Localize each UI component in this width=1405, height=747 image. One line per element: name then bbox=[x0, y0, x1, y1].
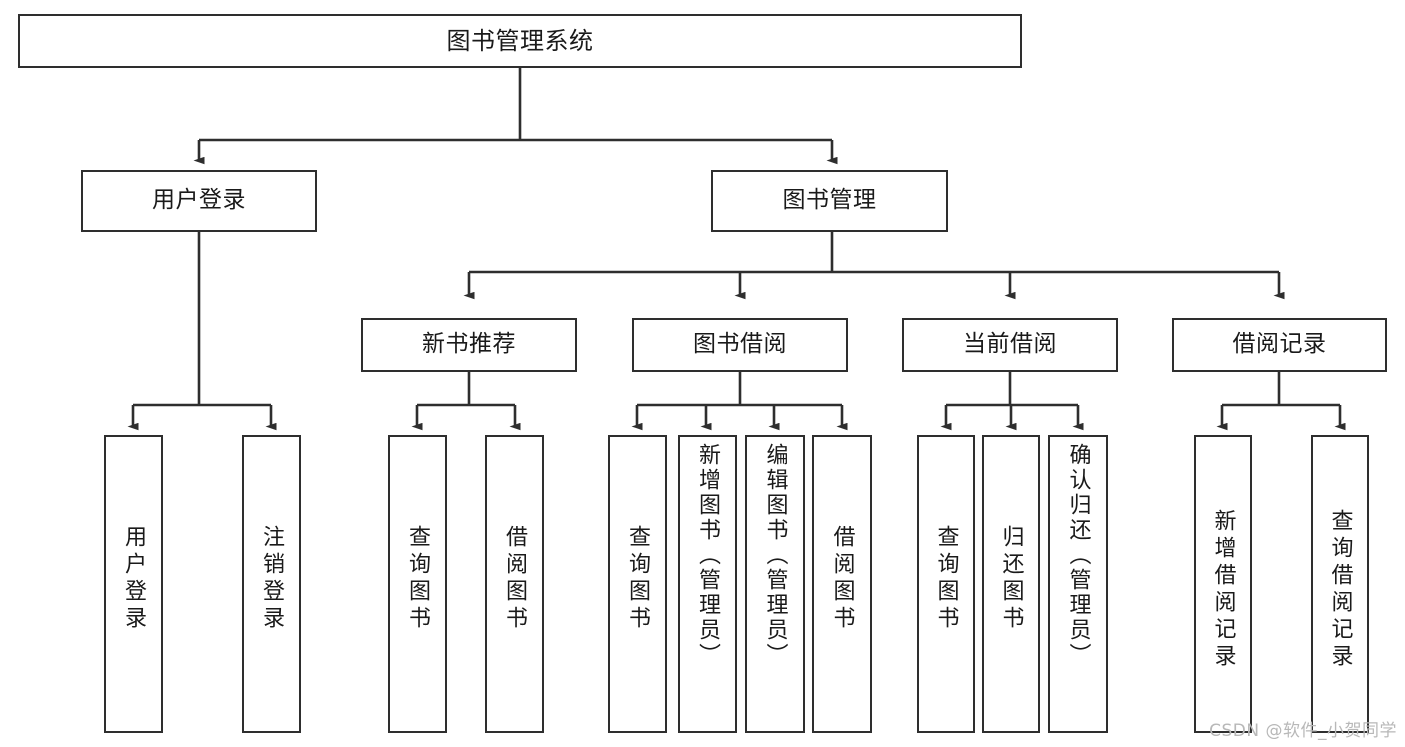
node-label: 借阅图书 bbox=[502, 525, 528, 633]
node-leaf-borrow-book-1[interactable]: 借阅图书 bbox=[485, 435, 544, 733]
node-book-manage[interactable]: 图书管理 bbox=[711, 170, 948, 232]
node-label: 编辑图书（管理员） bbox=[762, 443, 788, 668]
node-label: 查询图书 bbox=[405, 525, 431, 633]
node-label: 确认归还（管理员） bbox=[1065, 443, 1091, 668]
node-label: 新增图书（管理员） bbox=[695, 443, 721, 668]
node-leaf-confirm-return[interactable]: 确认归还（管理员） bbox=[1048, 435, 1108, 733]
node-leaf-query-book-1[interactable]: 查询图书 bbox=[388, 435, 447, 733]
csdn-watermark: CSDN @软件_小贺同学 bbox=[1209, 721, 1397, 741]
node-label: 归还图书 bbox=[998, 525, 1024, 633]
node-leaf-borrow-book-2[interactable]: 借阅图书 bbox=[812, 435, 872, 733]
node-new-book-recommend[interactable]: 新书推荐 bbox=[361, 318, 577, 372]
node-leaf-add-record[interactable]: 新增借阅记录 bbox=[1194, 435, 1252, 733]
node-leaf-user-logout[interactable]: 注销登录 bbox=[242, 435, 301, 733]
node-label: 查询图书 bbox=[933, 525, 959, 633]
node-book-borrow[interactable]: 图书借阅 bbox=[632, 318, 848, 372]
node-label: 注销登录 bbox=[259, 525, 285, 633]
node-label: 图书管理 bbox=[782, 187, 877, 214]
node-leaf-add-book[interactable]: 新增图书（管理员） bbox=[678, 435, 737, 733]
node-leaf-query-book-3[interactable]: 查询图书 bbox=[917, 435, 975, 733]
node-label: 查询图书 bbox=[625, 525, 651, 633]
node-borrow-record[interactable]: 借阅记录 bbox=[1172, 318, 1387, 372]
node-leaf-user-login[interactable]: 用户登录 bbox=[104, 435, 163, 733]
node-label: 新增借阅记录 bbox=[1210, 509, 1236, 671]
node-label: 用户登录 bbox=[152, 187, 246, 214]
node-label: 图书借阅 bbox=[693, 331, 787, 358]
node-leaf-query-book-2[interactable]: 查询图书 bbox=[608, 435, 667, 733]
node-label: 借阅图书 bbox=[829, 525, 855, 633]
node-leaf-return-book[interactable]: 归还图书 bbox=[982, 435, 1040, 733]
node-leaf-edit-book[interactable]: 编辑图书（管理员） bbox=[745, 435, 805, 733]
node-label: 新书推荐 bbox=[422, 331, 516, 358]
node-label: 用户登录 bbox=[121, 525, 147, 633]
node-user-login[interactable]: 用户登录 bbox=[81, 170, 317, 232]
node-current-borrow[interactable]: 当前借阅 bbox=[902, 318, 1118, 372]
node-label: 当前借阅 bbox=[963, 331, 1057, 358]
node-leaf-query-record[interactable]: 查询借阅记录 bbox=[1311, 435, 1369, 733]
node-label: 查询借阅记录 bbox=[1327, 509, 1353, 671]
node-root-system[interactable]: 图书管理系统 bbox=[18, 14, 1022, 68]
node-label: 借阅记录 bbox=[1232, 331, 1327, 358]
node-label: 图书管理系统 bbox=[446, 26, 594, 55]
